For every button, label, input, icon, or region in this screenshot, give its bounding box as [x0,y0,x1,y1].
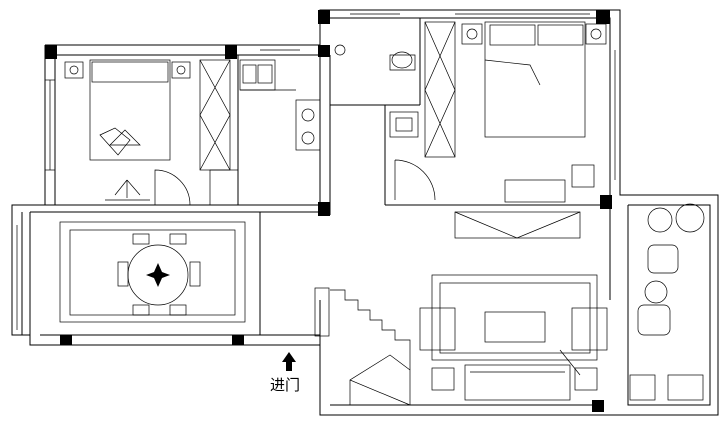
left-bedroom [64,59,239,206]
dining-area [59,221,246,323]
windows [16,13,616,330]
stairs [314,287,411,406]
right-bedroom [424,21,607,239]
bathroom [334,44,436,201]
living-room [419,274,608,401]
structural-columns [45,10,612,412]
kitchen [239,59,321,151]
interior-walls [30,18,611,335]
outer-walls [11,9,719,416]
entrance-arrow-icon [282,352,296,371]
balcony [629,203,705,401]
entrance-label: 进门 [270,376,301,394]
